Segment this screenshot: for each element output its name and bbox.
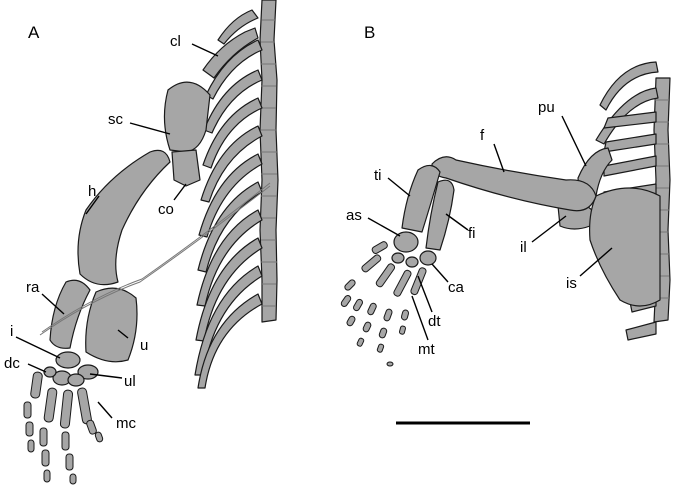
label-u: u	[140, 337, 148, 354]
label-dc: dc	[4, 355, 20, 372]
panel-b-drawing: B pu f ti as fi il is ca dt mt	[340, 23, 671, 425]
scapula	[163, 81, 211, 153]
label-fi: fi	[468, 225, 476, 242]
label-as: as	[346, 207, 362, 224]
ischium	[589, 187, 661, 307]
label-ra: ra	[26, 279, 40, 296]
digits-b	[340, 241, 427, 367]
label-pu: pu	[538, 99, 555, 116]
fibula	[425, 179, 455, 251]
tarsals-b	[391, 231, 437, 268]
label-co: co	[158, 201, 174, 218]
ribs-a	[194, 9, 263, 389]
label-mt: mt	[418, 341, 435, 358]
label-mc: mc	[116, 415, 136, 432]
label-dt: dt	[428, 313, 441, 330]
vertebral-column-a	[259, 0, 279, 323]
label-ca: ca	[448, 279, 465, 296]
label-sc: sc	[108, 111, 124, 128]
digits-a	[23, 371, 104, 485]
tibia	[401, 164, 441, 233]
coracoid	[171, 149, 201, 187]
label-f: f	[480, 127, 485, 144]
panel-a-label: A	[28, 23, 40, 42]
label-i: i	[10, 323, 13, 340]
panel-a-drawing: A cl sc h co ra u i dc ul mc	[4, 0, 279, 485]
ulna	[85, 287, 138, 363]
label-h: h	[88, 183, 96, 200]
label-is: is	[566, 275, 577, 292]
matrix-crack-a	[39, 185, 271, 336]
carpals-a	[43, 351, 99, 387]
panel-b-label: B	[364, 23, 375, 42]
femur	[431, 156, 597, 212]
clavicle	[202, 27, 259, 79]
label-ti: ti	[374, 167, 382, 184]
label-ul: ul	[124, 373, 136, 390]
label-cl: cl	[170, 33, 181, 50]
humerus	[77, 149, 171, 286]
label-il: il	[520, 239, 527, 256]
